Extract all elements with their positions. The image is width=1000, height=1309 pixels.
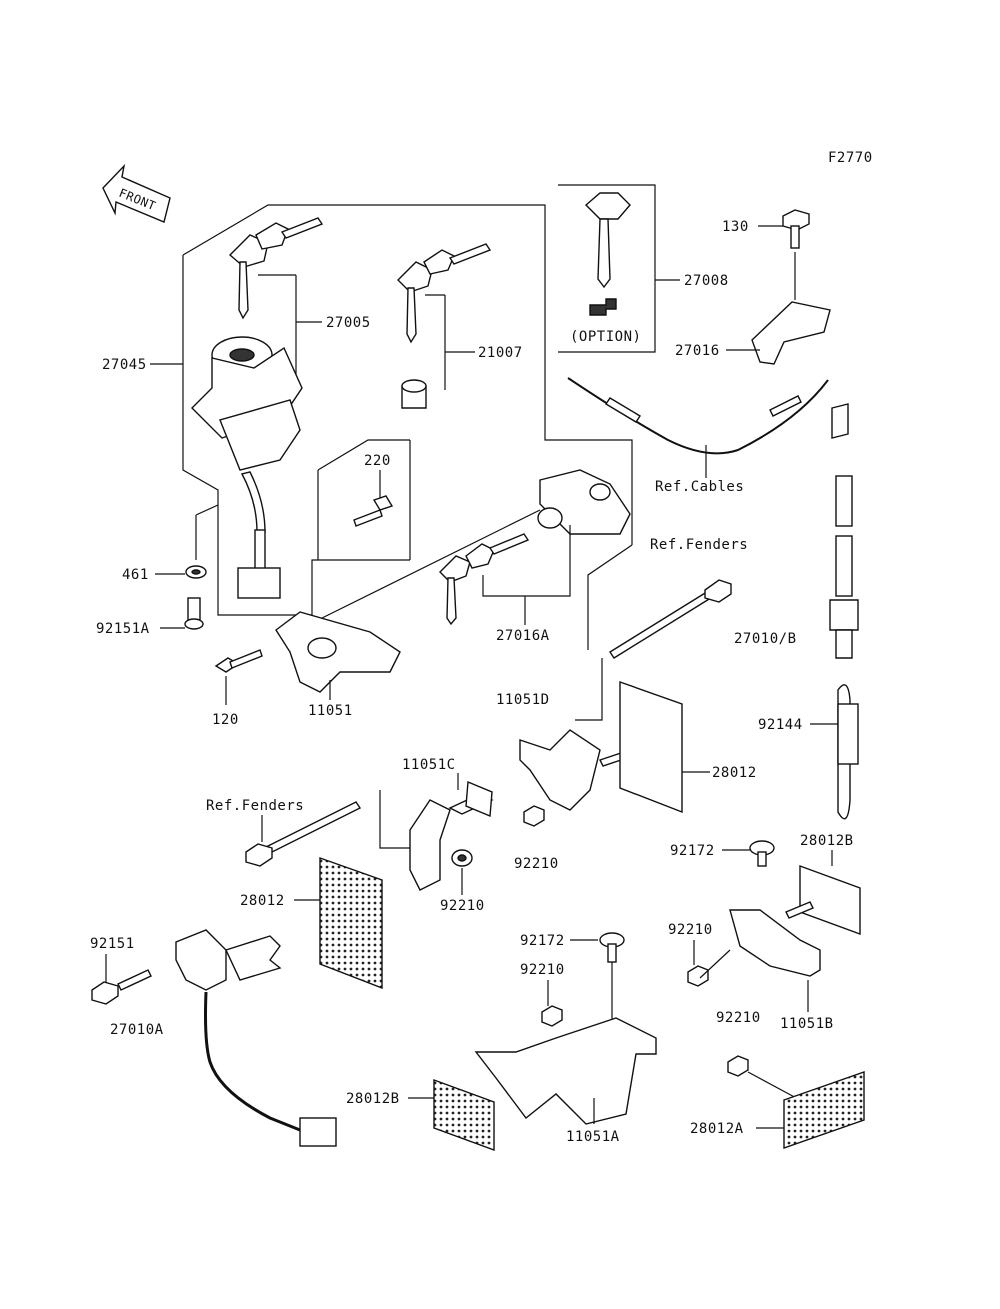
seat-lock-27016A-icon xyxy=(439,469,631,626)
label-92210-2: 92210 xyxy=(440,898,485,914)
nut-92210-icon-2 xyxy=(451,849,473,867)
label-461: 461 xyxy=(122,567,149,583)
switch-27010B-icon xyxy=(829,403,859,659)
label-28012A: 28012A xyxy=(690,1121,744,1137)
label-27016: 27016 xyxy=(675,343,720,359)
label-92172-2: 92172 xyxy=(520,933,565,949)
figure-code: F2770 xyxy=(828,150,873,166)
screw-92172-icon-2 xyxy=(599,932,625,963)
label-92210-4: 92210 xyxy=(668,922,713,938)
label-11051B: 11051B xyxy=(780,1016,834,1032)
washer-461-icon xyxy=(185,565,207,579)
label-92210-1: 92210 xyxy=(514,856,559,872)
label-92172-1: 92172 xyxy=(670,843,715,859)
group-outline-27045 xyxy=(182,204,633,616)
label-92151A: 92151A xyxy=(96,621,150,637)
label-27045: 27045 xyxy=(102,357,147,373)
label-92151: 92151 xyxy=(90,936,135,952)
label-92144: 92144 xyxy=(758,717,803,733)
nut-92210-icon-3 xyxy=(541,1005,563,1027)
option-key-box: (OPTION) xyxy=(558,184,656,353)
bracket-11051A-icon xyxy=(474,1017,657,1125)
switch-27010A-icon xyxy=(175,929,337,1147)
bracket-11051B-icon xyxy=(729,901,821,977)
bracket-11051C-icon xyxy=(409,780,494,891)
bolt-92151-icon xyxy=(91,969,152,1005)
key-21007-icon xyxy=(397,243,492,409)
cable-icon xyxy=(567,377,829,455)
ref-fenders-label-1: Ref.Fenders xyxy=(650,537,748,553)
label-130: 130 xyxy=(722,219,749,235)
bolt-long-icon-2 xyxy=(245,801,362,867)
label-11051A: 11051A xyxy=(566,1129,620,1145)
nut-28012A-icon xyxy=(727,1055,749,1077)
label-92210-5: 92210 xyxy=(716,1010,761,1026)
reflector-28012-icon-1 xyxy=(619,681,683,814)
screw-120-icon xyxy=(214,649,263,673)
screw-92172-icon-1 xyxy=(749,840,775,867)
label-27016A: 27016A xyxy=(496,628,550,644)
label-220: 220 xyxy=(364,453,391,469)
reflector-28012B-icon-2 xyxy=(433,1078,495,1152)
spring-92144-icon xyxy=(837,684,859,820)
option-note: (OPTION) xyxy=(570,329,641,345)
nut-92210-icon-4 xyxy=(687,965,709,987)
front-arrow-icon: FRONT xyxy=(102,163,171,223)
label-11051: 11051 xyxy=(308,703,353,719)
label-27005: 27005 xyxy=(326,315,371,331)
bolt-long-icon xyxy=(609,579,732,659)
ref-fenders-label-2: Ref.Fenders xyxy=(206,798,304,814)
label-27008: 27008 xyxy=(684,273,729,289)
ref-cables-label: Ref.Cables xyxy=(655,479,744,495)
reflector-28012B-icon-1 xyxy=(799,864,861,936)
label-21007: 21007 xyxy=(478,345,523,361)
label-28012-1: 28012 xyxy=(712,765,757,781)
label-28012B-1: 28012B xyxy=(800,833,854,849)
bolt-92151A-icon xyxy=(184,597,204,630)
screw-220-icon xyxy=(353,495,394,527)
label-92210-3: 92210 xyxy=(520,962,565,978)
ignition-switch-icon xyxy=(191,336,303,599)
label-11051C: 11051C xyxy=(402,757,456,773)
label-27010A: 27010A xyxy=(110,1022,164,1038)
label-28012-2: 28012 xyxy=(240,893,285,909)
label-27010B: 27010/B xyxy=(734,631,797,647)
label-11051D: 11051D xyxy=(496,692,550,708)
label-120: 120 xyxy=(212,712,239,728)
label-28012B-2: 28012B xyxy=(346,1091,400,1107)
nut-92210-icon-1 xyxy=(523,805,545,827)
key-27005-icon xyxy=(228,217,324,320)
bracket-11051D-icon xyxy=(519,729,628,811)
reflector-28012-icon-2 xyxy=(319,857,383,990)
reflector-28012A-icon xyxy=(783,1071,865,1149)
bracket-27016-icon xyxy=(751,301,831,365)
screw-130-icon xyxy=(782,209,810,249)
bracket-11051-icon xyxy=(275,611,401,693)
